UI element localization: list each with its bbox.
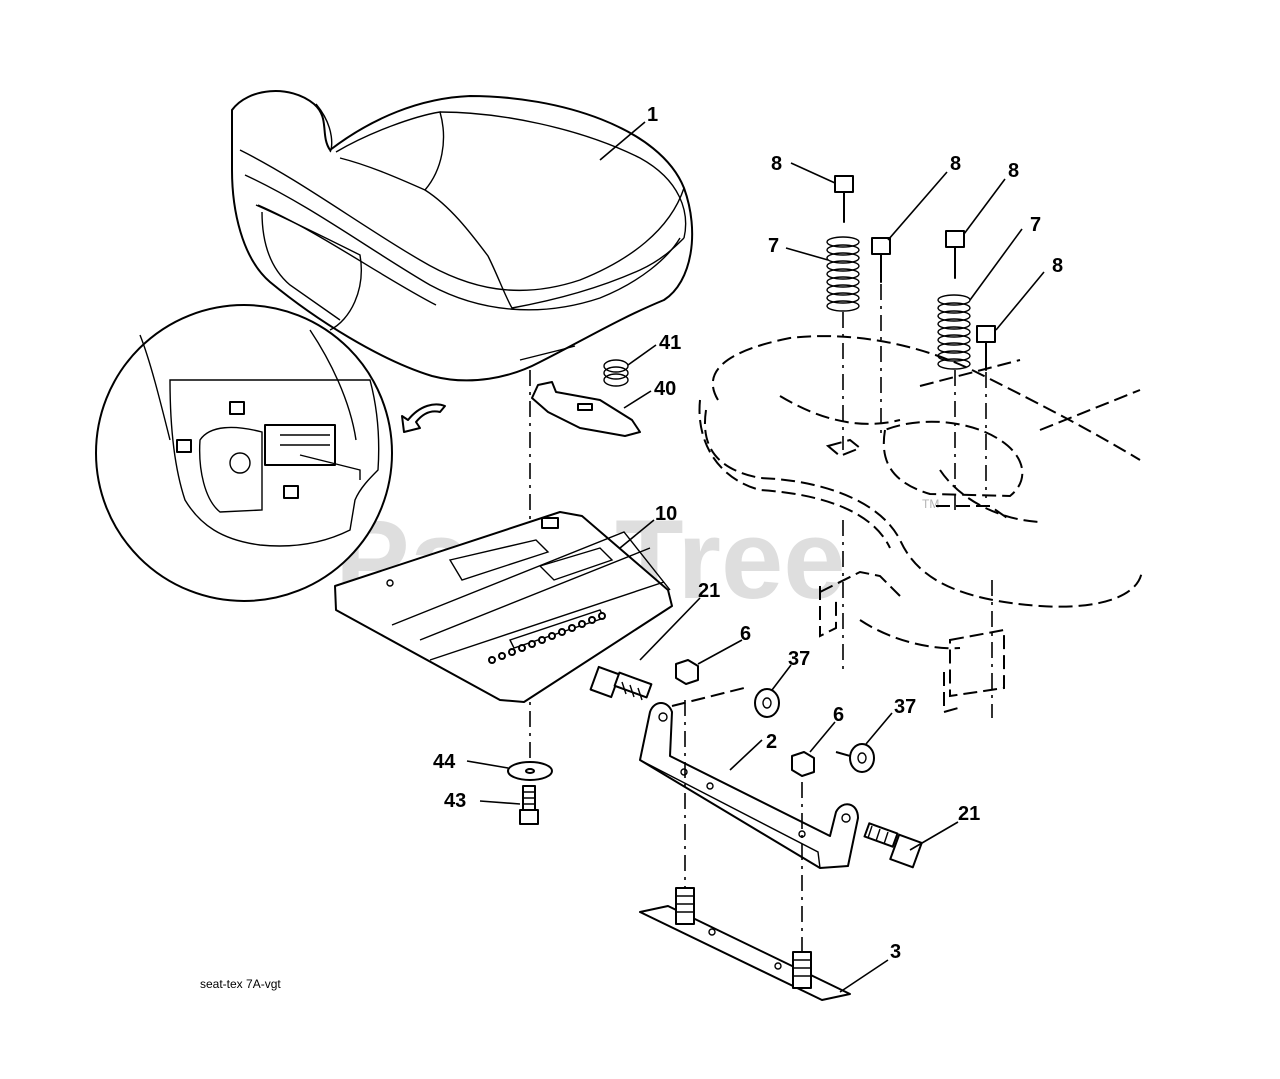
callout-8-a: 8	[771, 153, 782, 175]
clip-40-part	[531, 381, 641, 437]
callout-labels: 1 8 8 8 8 7 7 41 40 10 21 6 37 2 6 37 21…	[433, 104, 1063, 963]
callout-37-left: 37	[788, 648, 810, 670]
callout-43-screw: 43	[444, 790, 466, 812]
callout-40-clip: 40	[654, 378, 676, 400]
bolt-8-b-part	[871, 237, 891, 283]
adjust-slot-holes	[488, 612, 606, 664]
detail-inset	[95, 304, 446, 602]
alignment-line-nuts	[671, 687, 851, 757]
screw-43-part	[519, 785, 539, 825]
spring-7-right-part	[937, 294, 971, 370]
bolt-21-right-part	[863, 822, 923, 869]
washer-44-part	[507, 761, 553, 781]
callout-37-right: 37	[894, 696, 916, 718]
bolt-8-c-part	[945, 230, 965, 279]
callout-3-base-plate: 3	[890, 941, 901, 963]
callout-21-left: 21	[698, 580, 720, 602]
nut-6-right-part	[791, 751, 815, 777]
callout-1-seat: 1	[647, 104, 658, 126]
stud-left	[675, 887, 695, 925]
bolt-8-d-part	[976, 325, 996, 371]
callout-7-right: 7	[1030, 214, 1041, 236]
seat-pan-part	[334, 511, 673, 703]
nut-37-right-part	[849, 743, 875, 773]
leader-lines	[466, 121, 1045, 993]
callout-7-left: 7	[768, 235, 779, 257]
spring-7-left-part	[826, 236, 860, 312]
bolt-21-left-part	[589, 665, 653, 701]
bolt-8-a-part	[834, 175, 854, 223]
stud-right	[792, 951, 812, 989]
frame-outline	[698, 335, 1143, 714]
callout-41-spring: 41	[659, 332, 681, 354]
seat-part	[231, 90, 694, 382]
callout-10-seat-pan: 10	[655, 503, 677, 525]
callout-2-bracket: 2	[766, 731, 777, 753]
callout-8-c: 8	[1008, 160, 1019, 182]
spring-41-part	[603, 359, 629, 387]
nut-6-left-part	[675, 659, 699, 685]
callout-21-right: 21	[958, 803, 980, 825]
callout-6-right: 6	[833, 704, 844, 726]
bracket-2-part	[639, 702, 859, 869]
callout-8-d: 8	[1052, 255, 1063, 277]
callout-8-b: 8	[950, 153, 961, 175]
callout-6-left: 6	[740, 623, 751, 645]
base-plate-3-part	[639, 887, 851, 1001]
diagram-caption: seat-tex 7A-vgt	[200, 977, 281, 991]
watermark-trademark: TM	[922, 497, 939, 511]
callout-44-washer: 44	[433, 751, 456, 773]
nut-37-left-part	[754, 688, 780, 718]
